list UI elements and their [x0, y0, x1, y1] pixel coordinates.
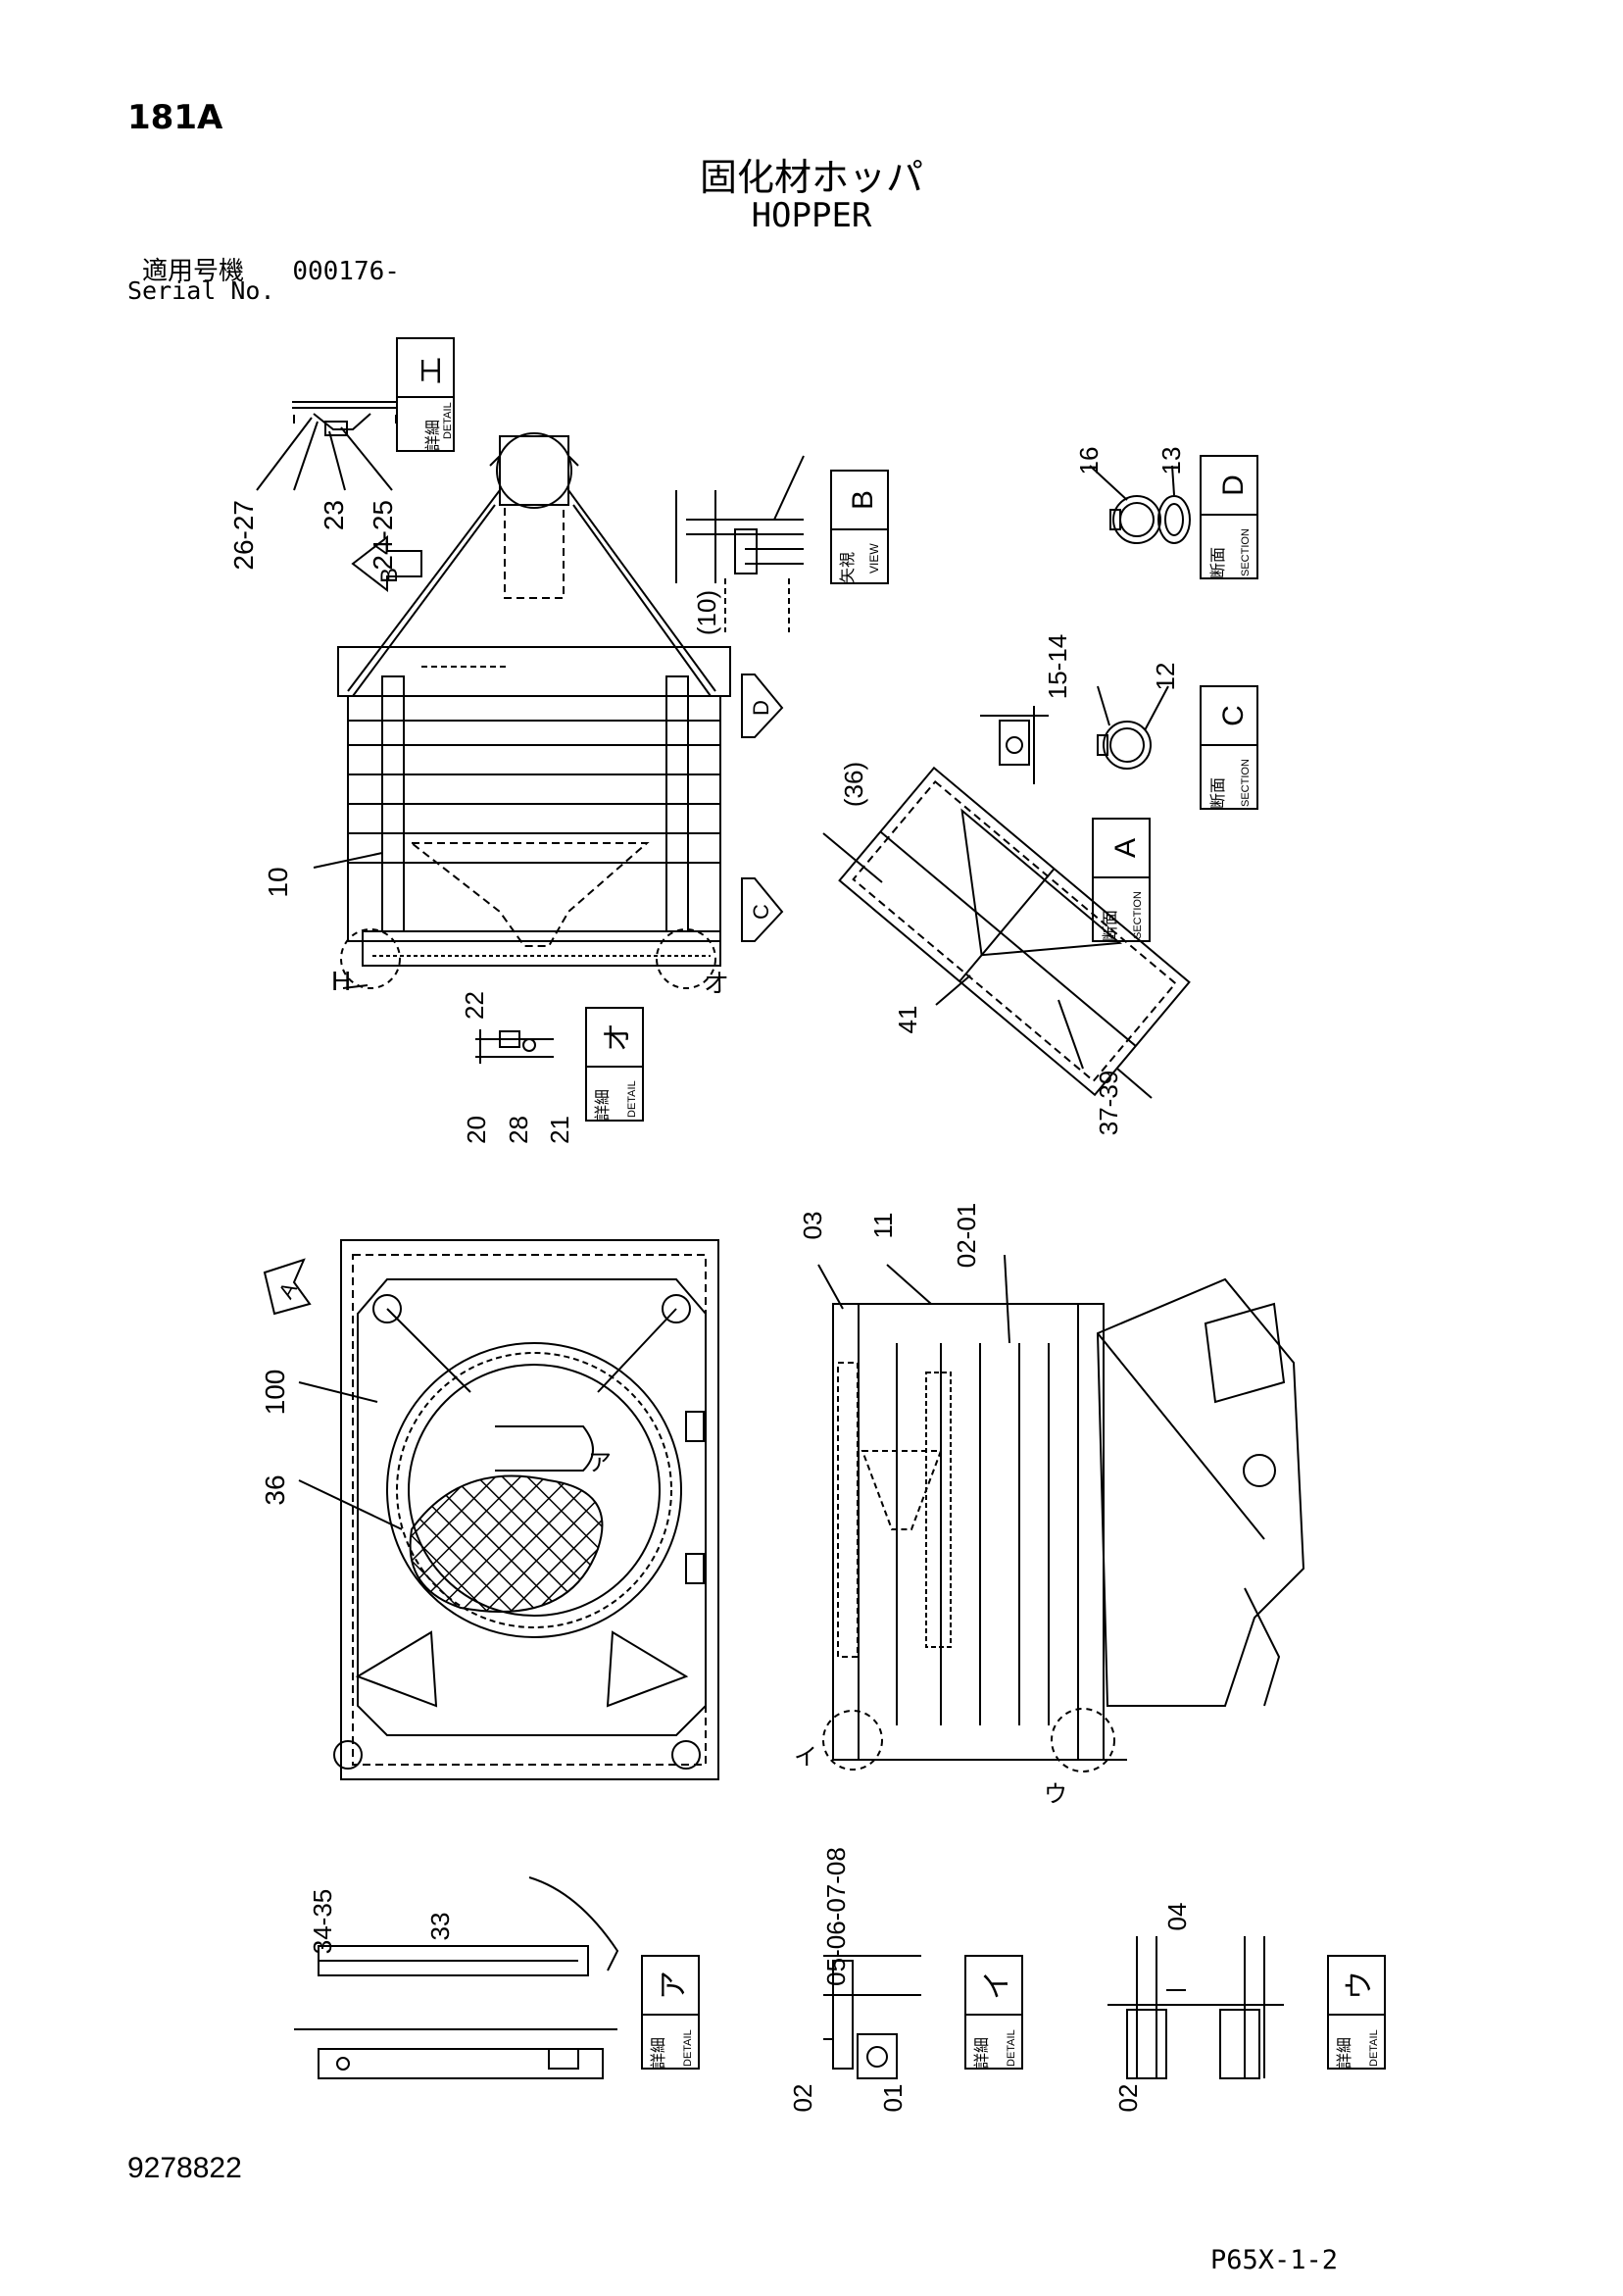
document-number: 9278822 [127, 2152, 242, 2184]
label-detail-o: オ [704, 969, 729, 998]
tag-detail-h: 詳細 DETAIL エ [396, 337, 455, 452]
svg-text:DETAIL: DETAIL [1006, 2029, 1017, 2067]
callout-26-27: 26-27 [228, 500, 259, 571]
callout-37-39: 37-39 [1094, 1071, 1123, 1136]
tag-section-d: 断面 SECTION D [1200, 455, 1258, 579]
svg-text:SECTION: SECTION [1240, 528, 1252, 576]
sheet-code: P65X-1-2 [1210, 2245, 1339, 2275]
callout-10: 10 [263, 867, 293, 897]
detail-u-drawing [1107, 1936, 1284, 2079]
svg-text:ウ: ウ [1344, 1971, 1376, 2000]
detail-h-view [256, 401, 397, 491]
svg-text:DETAIL: DETAIL [682, 2029, 694, 2067]
callout-24-25: 24-25 [368, 500, 398, 571]
callout-11: 11 [868, 1213, 898, 1239]
svg-text:B: B [376, 568, 403, 583]
svg-text:C: C [1217, 705, 1250, 726]
callout-02-a: 02 [788, 2084, 817, 2113]
callout-28: 28 [504, 1116, 533, 1144]
tag-view-b: 矢視 VIEW B [830, 470, 889, 584]
serial-label-jp-text: 適用号機 [142, 257, 245, 286]
callout-34-35: 34-35 [308, 1889, 337, 1955]
tag-section-a: 断面 SECTION A [1092, 818, 1151, 942]
serial-label-en: Serial No. [127, 276, 275, 305]
svg-text:詳細: 詳細 [650, 2037, 667, 2069]
callout-21: 21 [545, 1116, 574, 1144]
svg-text:B: B [847, 490, 879, 510]
hopper-plan-view [333, 1239, 719, 1780]
serial-label-jp: 適用号機 000176- [142, 251, 400, 287]
svg-text:矢視: 矢視 [839, 552, 857, 583]
detail-a-drawing [294, 1876, 619, 2079]
svg-text:ア: ア [658, 1971, 690, 2000]
label-detail-u: ウ [1044, 1781, 1067, 1808]
callout-15-14: 15-14 [1043, 634, 1072, 700]
title-english: HOPPER [751, 196, 872, 235]
callout-05-08: 05-06-07-08 [821, 1847, 851, 1986]
svg-text:詳細: 詳細 [973, 2037, 991, 2069]
arrow-b: B [351, 534, 422, 593]
serial-value: 000176- [292, 257, 400, 286]
hopper-front-elevation [337, 432, 731, 967]
callout-12: 12 [1151, 663, 1180, 691]
hopper-mesh-screen [409, 1474, 604, 1613]
tag-detail-a: 詳細 DETAIL ア [641, 1955, 700, 2070]
view-b-drawing [675, 455, 805, 632]
callout-41: 41 [893, 1006, 922, 1034]
page-number: 181A [127, 98, 223, 137]
svg-text:SECTION: SECTION [1132, 891, 1144, 939]
svg-text:D: D [1217, 474, 1250, 496]
callout-13: 13 [1156, 447, 1186, 475]
tag-detail-u: 詳細 DETAIL ウ [1327, 1955, 1386, 2070]
arrow-d: D [741, 674, 784, 738]
detail-h-jp: 詳細 [424, 420, 442, 451]
callout-03: 03 [798, 1212, 827, 1240]
callout-02-b: 02 [1113, 2084, 1143, 2113]
arrow-a: A [263, 1258, 312, 1316]
svg-text:詳細: 詳細 [1336, 2037, 1353, 2069]
svg-text:DETAIL: DETAIL [626, 1080, 638, 1118]
svg-text:C: C [749, 904, 773, 920]
label-detail-h: H [331, 966, 351, 996]
tag-section-c: 断面 SECTION C [1200, 685, 1258, 810]
callout-36-paren: (36) [839, 762, 868, 807]
detail-i-drawing [823, 1955, 921, 2079]
svg-text:詳細: 詳細 [594, 1089, 612, 1121]
callout-22: 22 [460, 991, 489, 1020]
svg-text:断面: 断面 [1209, 777, 1227, 809]
callout-01-a: 01 [878, 2084, 908, 2113]
svg-text:DETAIL: DETAIL [1368, 2029, 1380, 2067]
tag-detail-o: 詳細 DETAIL オ [585, 1007, 644, 1122]
callout-02-01: 02-01 [952, 1203, 981, 1269]
detail-h-letter: エ [416, 356, 448, 385]
detail-o-drawing [475, 1029, 554, 1064]
svg-text:オ: オ [602, 1023, 634, 1052]
detail-h-en: DETAIL [442, 402, 454, 439]
svg-text:A: A [1109, 838, 1142, 858]
callout-20: 20 [462, 1116, 491, 1144]
title-japanese: 固化材ホッパ [699, 156, 923, 199]
hopper-side-view [832, 1277, 1305, 1761]
svg-text:断面: 断面 [1102, 910, 1119, 941]
callout-23: 23 [319, 500, 349, 530]
label-detail-a: ア [588, 1450, 612, 1476]
section-d-drawing [1109, 495, 1191, 544]
callout-33: 33 [425, 1913, 455, 1941]
svg-text:D: D [749, 700, 773, 716]
svg-text:SECTION: SECTION [1240, 759, 1252, 807]
callout-36: 36 [260, 1474, 290, 1505]
svg-text:A: A [273, 1277, 302, 1302]
arrow-c: C [741, 877, 784, 942]
label-detail-i: イ [794, 1744, 817, 1771]
svg-text:VIEW: VIEW [867, 543, 881, 574]
tag-detail-i: 詳細 DETAIL イ [964, 1955, 1023, 2070]
section-c-drawing [980, 706, 1152, 784]
callout-10-paren: (10) [692, 590, 721, 635]
callout-100: 100 [260, 1370, 290, 1416]
svg-text:断面: 断面 [1209, 547, 1227, 578]
callout-16: 16 [1074, 447, 1104, 475]
svg-text:イ: イ [981, 1971, 1013, 2000]
callout-04: 04 [1162, 1903, 1192, 1931]
